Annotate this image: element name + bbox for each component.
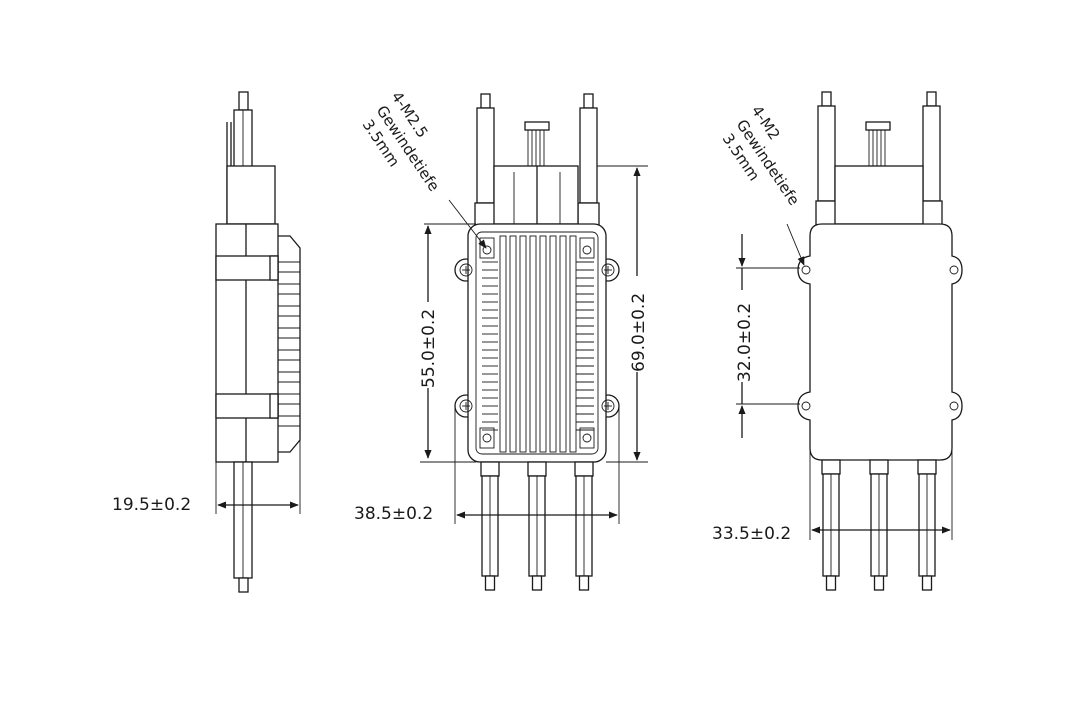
wire-sleeve <box>869 459 889 475</box>
side-fin <box>278 349 301 361</box>
front-width-label: 38.5±0.2 <box>354 504 433 524</box>
back-view: 4-M2 Gewindetiefe 3.5mm 32.0±0.2 33.5±0.… <box>712 91 963 591</box>
heatsink-fin <box>529 235 537 453</box>
back-motor-wires <box>821 459 937 591</box>
back-width-label: 33.5±0.2 <box>712 524 791 544</box>
back-wire-left <box>817 105 836 202</box>
wire-tip <box>578 575 590 591</box>
side-fin <box>278 393 301 405</box>
side-heatsink-fins <box>278 261 301 427</box>
wire-sleeve <box>527 461 547 477</box>
front-wire-right <box>579 107 598 204</box>
front-wire-tip-left <box>480 93 491 109</box>
heatsink-fin <box>509 235 517 453</box>
front-hole-pitch-label: 55.0±0.2 <box>419 309 439 388</box>
front-wire-tip-right <box>583 93 594 109</box>
front-thread-hole <box>482 245 492 255</box>
back-thread-leader <box>786 223 805 266</box>
back-thread-hole <box>801 265 811 275</box>
wire-tip <box>531 575 543 591</box>
front-view: 4-M2.5 Gewindetiefe 3.5mm 55.0±0.2 69.0±… <box>354 88 649 591</box>
screw-head <box>601 263 615 277</box>
screw-head <box>459 399 473 413</box>
screw-head <box>601 399 615 413</box>
side-fin <box>278 371 301 383</box>
side-fin <box>278 261 301 273</box>
front-wire-left <box>476 107 495 204</box>
front-capacitor <box>493 165 579 225</box>
front-length-label: 69.0±0.2 <box>629 293 649 372</box>
back-signal-connector <box>865 121 891 131</box>
back-wire-right <box>922 105 941 202</box>
side-fin <box>278 305 301 317</box>
side-heatsink <box>278 235 301 453</box>
side-capacitor <box>226 165 276 225</box>
heatsink-fin <box>549 235 557 453</box>
back-capacitor <box>834 165 924 225</box>
side-clamp-top <box>215 255 279 281</box>
heatsink-fin <box>569 235 577 453</box>
heatsink-fin <box>559 235 567 453</box>
wire-tip <box>825 575 837 591</box>
front-heatsink-fins <box>482 235 594 453</box>
side-clamp-bottom <box>215 393 279 419</box>
heatsink-fin <box>539 235 547 453</box>
wire-sleeve <box>574 461 594 477</box>
side-fin <box>278 327 301 339</box>
front-signal-connector <box>524 121 550 131</box>
wire-tip <box>873 575 885 591</box>
wire-tip <box>921 575 933 591</box>
wire-sleeve <box>821 459 841 475</box>
front-motor-wires <box>480 461 594 591</box>
heatsink-fin <box>499 235 507 453</box>
wire-sleeve <box>917 459 937 475</box>
side-width-label: 19.5±0.2 <box>112 495 191 515</box>
back-hole-pitch-label: 32.0±0.2 <box>735 303 755 382</box>
side-view: 19.5±0.2 <box>112 91 301 593</box>
screw-head <box>459 263 473 277</box>
side-top-wire-tip <box>238 91 249 111</box>
side-fin <box>278 415 301 427</box>
wire-tip <box>484 575 496 591</box>
side-fin <box>278 283 301 295</box>
front-body <box>467 223 607 463</box>
wire-sleeve <box>480 461 500 477</box>
back-body <box>797 223 963 461</box>
front-screws <box>459 263 615 413</box>
heatsink-fin <box>519 235 527 453</box>
